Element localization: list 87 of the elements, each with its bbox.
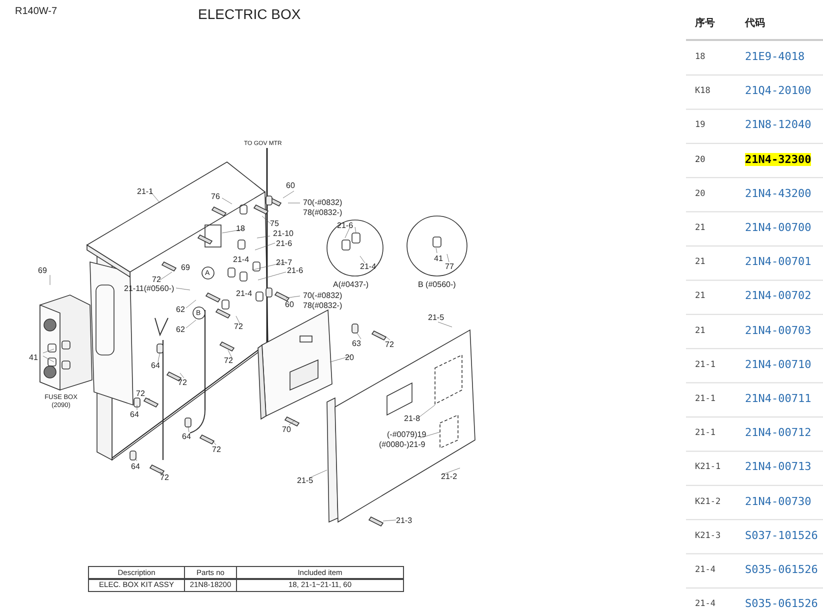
callout-number: 72	[212, 445, 221, 454]
item-number: 21-4	[695, 599, 716, 609]
callout-number: 21-3	[396, 516, 412, 525]
column-header: 代码	[745, 16, 765, 30]
part-code: 21N4-32300	[745, 152, 812, 166]
callout-number: 64	[151, 361, 160, 370]
item-number: 20	[695, 154, 706, 165]
part-code: 21N4-00710	[745, 358, 812, 371]
item-number: K21-2	[695, 496, 721, 507]
part-code: 21N4-00703	[745, 324, 812, 337]
callout-number: 21-7	[276, 258, 292, 267]
callout-number: 21-4	[236, 289, 252, 298]
column-header: 序号	[695, 16, 715, 30]
callout-number: 70(-#0832)	[303, 198, 342, 207]
part-code: S035-061526	[745, 563, 818, 576]
model-code: R140W-7	[15, 7, 58, 16]
callout-number: 72	[152, 275, 161, 284]
callout-number: 64	[182, 432, 191, 441]
callout-number: 41	[434, 254, 443, 263]
item-number: 21-4	[695, 565, 716, 575]
item-number: 21-1	[695, 394, 716, 404]
item-number: 21	[695, 291, 706, 302]
part-code: 21N4-00711	[745, 392, 812, 405]
diagram-title: ELECTRIC BOX	[198, 6, 301, 22]
callout-number: 72	[178, 378, 187, 387]
callout-number: 21-6	[287, 266, 304, 275]
callout-number: 62	[176, 325, 185, 334]
item-number: K21-1	[695, 462, 721, 472]
item-number: K21-3	[695, 530, 721, 541]
item-number: 21-1	[695, 428, 716, 438]
callout-number: 64	[131, 462, 140, 471]
callout-number: 77	[445, 262, 454, 271]
item-number: 21	[695, 257, 706, 268]
callout-number: 21-6	[337, 221, 354, 230]
callout-number: 21-6	[276, 239, 292, 248]
callout-number: 69	[38, 266, 47, 275]
callout-number: 72	[136, 389, 145, 398]
callout-number: 64	[130, 410, 139, 419]
callout-number: 21-1	[137, 187, 154, 196]
part-code: 21N4-00700	[745, 221, 812, 234]
part-code: 21Q4-20100	[745, 84, 812, 98]
callout-number: 41	[29, 353, 38, 362]
callout-number: 76	[211, 192, 220, 201]
callout-number: 60	[286, 181, 295, 190]
callout-number: A(#0437-)	[333, 280, 369, 289]
part-code: 21N8-12040	[745, 118, 812, 132]
callout-number: 63	[352, 339, 361, 348]
callout-number: 72	[160, 473, 169, 482]
item-number: K18	[695, 86, 710, 96]
part-code: 21N4-00701	[745, 255, 812, 268]
item-number: 18	[695, 52, 706, 62]
part-code: 21N4-43200	[745, 186, 812, 200]
callout-number: 21-10	[273, 229, 294, 238]
callout-number: 21-4	[360, 262, 376, 271]
part-code: 21N4-00713	[745, 460, 812, 474]
callout-number: B (#0560-)	[418, 280, 456, 289]
part-code: 21E9-4018	[745, 50, 805, 63]
callout-number: 72	[385, 340, 394, 349]
callout-number: (#0080-)21-9	[379, 440, 426, 449]
callout-number: 21-2	[441, 472, 458, 481]
callout-number: 72	[224, 356, 233, 365]
callout-number: 70	[282, 425, 291, 434]
callout-number: 18	[236, 224, 245, 233]
part-code: 21N4-00730	[745, 494, 812, 508]
part-code: S035-061526	[745, 597, 818, 609]
part-code: 21N4-00712	[745, 426, 812, 440]
item-number: 21	[695, 223, 706, 233]
callout-number: 20	[345, 353, 354, 362]
callout-number: 60	[285, 300, 294, 309]
callout-number: 75	[270, 219, 279, 228]
callout-number: 21-5	[297, 476, 314, 485]
callout-number: 21-8	[404, 414, 420, 423]
callout-number: 21-5	[428, 313, 444, 322]
item-number: 20	[695, 188, 706, 199]
part-code: 21N4-00702	[745, 289, 812, 302]
item-number: 21	[695, 326, 706, 336]
callout-number: 78(#0832-)	[303, 208, 342, 217]
part-code: S037-101526	[745, 528, 818, 542]
callout-number: 69	[181, 263, 190, 272]
callout-number: 21-4	[233, 255, 250, 264]
callout-number: 70(-#0832)	[303, 291, 342, 300]
callout-number: 72	[234, 322, 243, 331]
callout-number: 78(#0832-)	[303, 301, 342, 310]
item-number: 19	[695, 120, 706, 130]
callout-number: (-#0079)19	[387, 430, 426, 439]
callout-number: 62	[176, 305, 185, 314]
item-number: 21-1	[695, 360, 716, 370]
